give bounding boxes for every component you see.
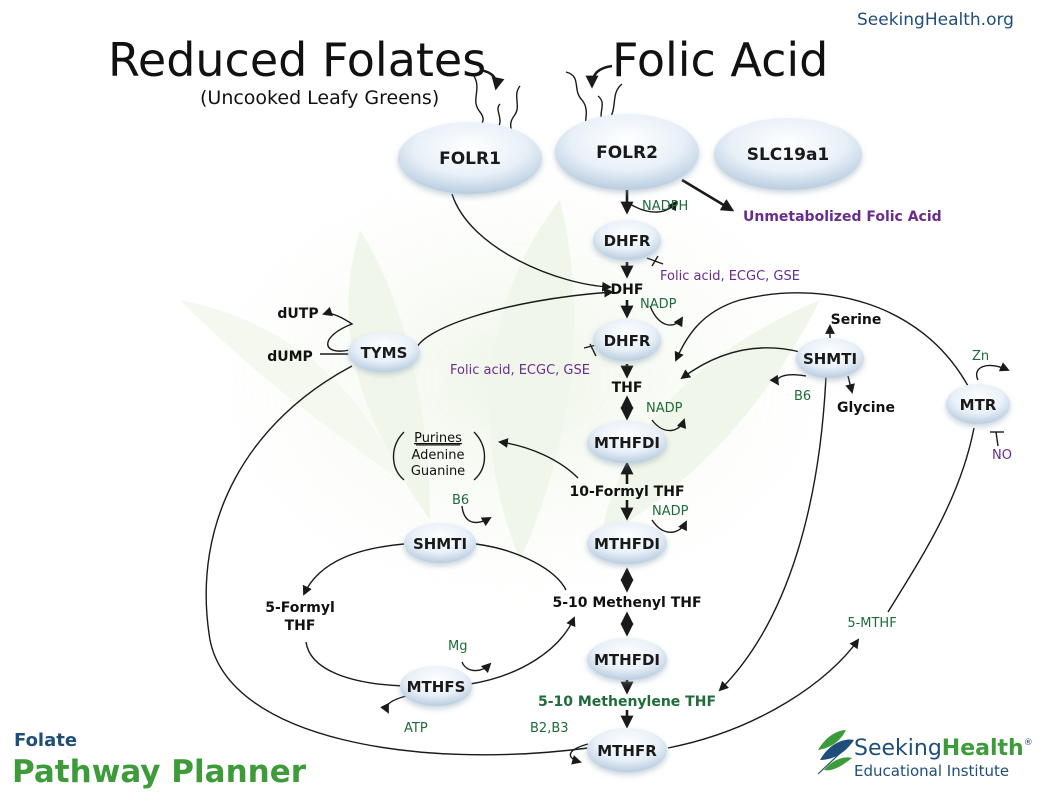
node-shape <box>593 319 661 361</box>
receptor-slc19a1[interactable]: SLC19a1 <box>714 118 862 190</box>
metabolite-5-formyl-line2: THF <box>285 618 316 634</box>
node-shape <box>587 522 667 564</box>
node-label: SHMTI <box>413 535 467 553</box>
cofactor-nadp-2: NADP <box>646 401 683 416</box>
footer-folate: Folate <box>14 730 77 751</box>
cofactor-atp: ATP <box>404 721 428 736</box>
bracket-left <box>392 431 405 481</box>
receptor-folr1[interactable]: FOLR1 <box>398 122 542 194</box>
cofactor-nadp-1: NADP <box>640 297 677 312</box>
node-label: MTHFDI <box>594 434 660 452</box>
purines-group: Purines Adenine Guanine <box>392 431 486 481</box>
brand-health: Health <box>942 736 1024 761</box>
node-shape <box>398 122 542 194</box>
purines-label: Purines <box>414 431 462 446</box>
receptor-folr2[interactable]: FOLR2 <box>555 114 699 190</box>
node-label: SHMTI <box>803 350 857 368</box>
brand-institute: Educational Institute <box>854 762 1009 780</box>
node-shape <box>946 384 1010 424</box>
node-label: FOLR1 <box>439 149 501 169</box>
node-shape <box>796 338 864 378</box>
node-shape <box>555 114 699 190</box>
site-link[interactable]: SeekingHealth.org <box>857 10 1014 30</box>
metabolite-dhf: DHF <box>611 282 644 298</box>
enzyme-mtr[interactable]: MTR <box>946 384 1010 424</box>
title-reduced-folates: Reduced Folates <box>108 33 486 87</box>
metabolite-glycine: Glycine <box>837 400 895 416</box>
node-label: FOLR2 <box>596 143 658 163</box>
metabolite-5-10-methylene-thf: 5-10 Methenylene THF <box>538 694 716 710</box>
node-shape <box>587 421 667 463</box>
metabolite-dutp: dUTP <box>277 306 318 322</box>
enzyme-shmt-left[interactable]: SHMTI <box>404 523 476 563</box>
inhibitor-no: NO <box>992 448 1012 463</box>
inhibitor-folic-ecgc-mid: Folic acid, ECGC, GSE <box>450 363 590 378</box>
node-shape <box>714 118 862 190</box>
node-shape <box>348 332 420 372</box>
cofactor-zn: Zn <box>972 349 989 364</box>
cofactor-b6-right: B6 <box>794 389 811 404</box>
node-label: DHFR <box>604 332 651 350</box>
brand-registered: ® <box>1024 738 1033 748</box>
node-label: TYMS <box>361 344 408 362</box>
node-shape <box>593 220 661 260</box>
cofactor-b6-left: B6 <box>452 493 469 508</box>
node-shape <box>587 728 667 772</box>
footer-pathway-planner: Pathway Planner <box>12 754 307 790</box>
node-shape <box>400 666 472 706</box>
seekinghealth-logo[interactable]: SeekingHealth® Educational Institute <box>817 730 1033 780</box>
brand-seeking: Seeking <box>854 736 942 761</box>
enzyme-mthfd-1[interactable]: MTHFDI <box>587 421 667 463</box>
node-label: MTHFDI <box>594 651 660 669</box>
enzyme-mthfs[interactable]: MTHFS <box>400 666 472 706</box>
enzyme-dhfr-1[interactable]: DHFR <box>593 220 661 260</box>
pathway-connectors <box>205 178 1010 765</box>
metabolite-serine: Serine <box>831 312 882 328</box>
enzyme-tyms[interactable]: TYMS <box>348 332 420 372</box>
cofactor-nadph: NADPH <box>642 199 688 214</box>
metabolite-5-mthf: 5-MTHF <box>847 616 896 631</box>
feather-icon <box>817 730 854 775</box>
cofactor-mg: Mg <box>448 639 467 654</box>
enzyme-mthfd-2[interactable]: MTHFDI <box>587 522 667 564</box>
node-shape <box>404 523 476 563</box>
leaf-watermark <box>160 120 880 640</box>
bracket-right <box>473 431 486 481</box>
node-label: MTR <box>960 396 997 414</box>
inhibitor-folic-ecgc-top: Folic acid, ECGC, GSE <box>660 269 800 284</box>
cofactor-nadp-3: NADP <box>652 504 689 519</box>
enzyme-dhfr-2[interactable]: DHFR <box>593 319 661 361</box>
adenine-label: Adenine <box>411 448 464 463</box>
metabolite-5-10-methenyl-thf: 5-10 Methenyl THF <box>552 595 701 611</box>
node-label: SLC19a1 <box>747 145 830 165</box>
enzyme-shmt-right[interactable]: SHMTI <box>796 338 864 378</box>
enzyme-mthfr[interactable]: MTHFR <box>587 728 667 772</box>
metabolite-unmetabolized-folic-acid: Unmetabolized Folic Acid <box>743 209 942 225</box>
title-folic-acid: Folic Acid <box>612 33 828 87</box>
metabolite-thf: THF <box>612 380 643 396</box>
brand-wordmark: SeekingHealth® <box>854 736 1033 761</box>
node-label: MTHFS <box>407 678 466 696</box>
metabolite-10-formyl-thf: 10-Formyl THF <box>569 484 684 500</box>
node-label: DHFR <box>604 232 651 250</box>
metabolite-5-formyl-line1: 5-Formyl <box>265 600 335 616</box>
guanine-label: Guanine <box>411 464 465 479</box>
enzyme-mthfd-3[interactable]: MTHFDI <box>587 638 667 680</box>
node-shape <box>587 638 667 680</box>
node-label: MTHFDI <box>594 535 660 553</box>
node-label: MTHFR <box>597 742 657 760</box>
metabolite-dump: dUMP <box>267 349 313 365</box>
cofactor-b2-b3: B2,B3 <box>530 721 569 736</box>
subtitle-leafy-greens: (Uncooked Leafy Greens) <box>200 87 439 109</box>
